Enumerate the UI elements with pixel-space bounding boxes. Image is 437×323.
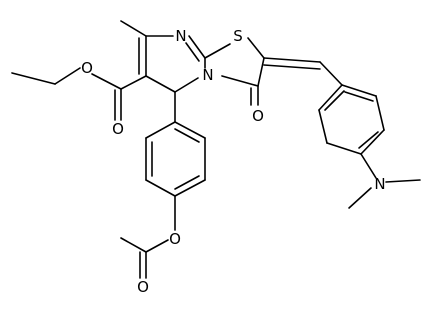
- atom-n-ring-bridge: N: [202, 66, 213, 84]
- atom-o-ketone: O: [252, 107, 264, 125]
- atom-o-ester-single: O: [81, 59, 93, 77]
- atom-n-dimethylamino: N: [374, 175, 385, 193]
- bond-lines: [11, 20, 421, 279]
- atom-labels: N N S O O O O O N: [81, 27, 386, 296]
- atom-o-ester-double: O: [112, 120, 124, 138]
- atom-o-acetoxy-single: O: [169, 230, 181, 248]
- atom-n-ring-top: N: [175, 27, 186, 45]
- atom-s-ring: S: [233, 27, 243, 45]
- atom-o-acetoxy-double: O: [137, 278, 149, 296]
